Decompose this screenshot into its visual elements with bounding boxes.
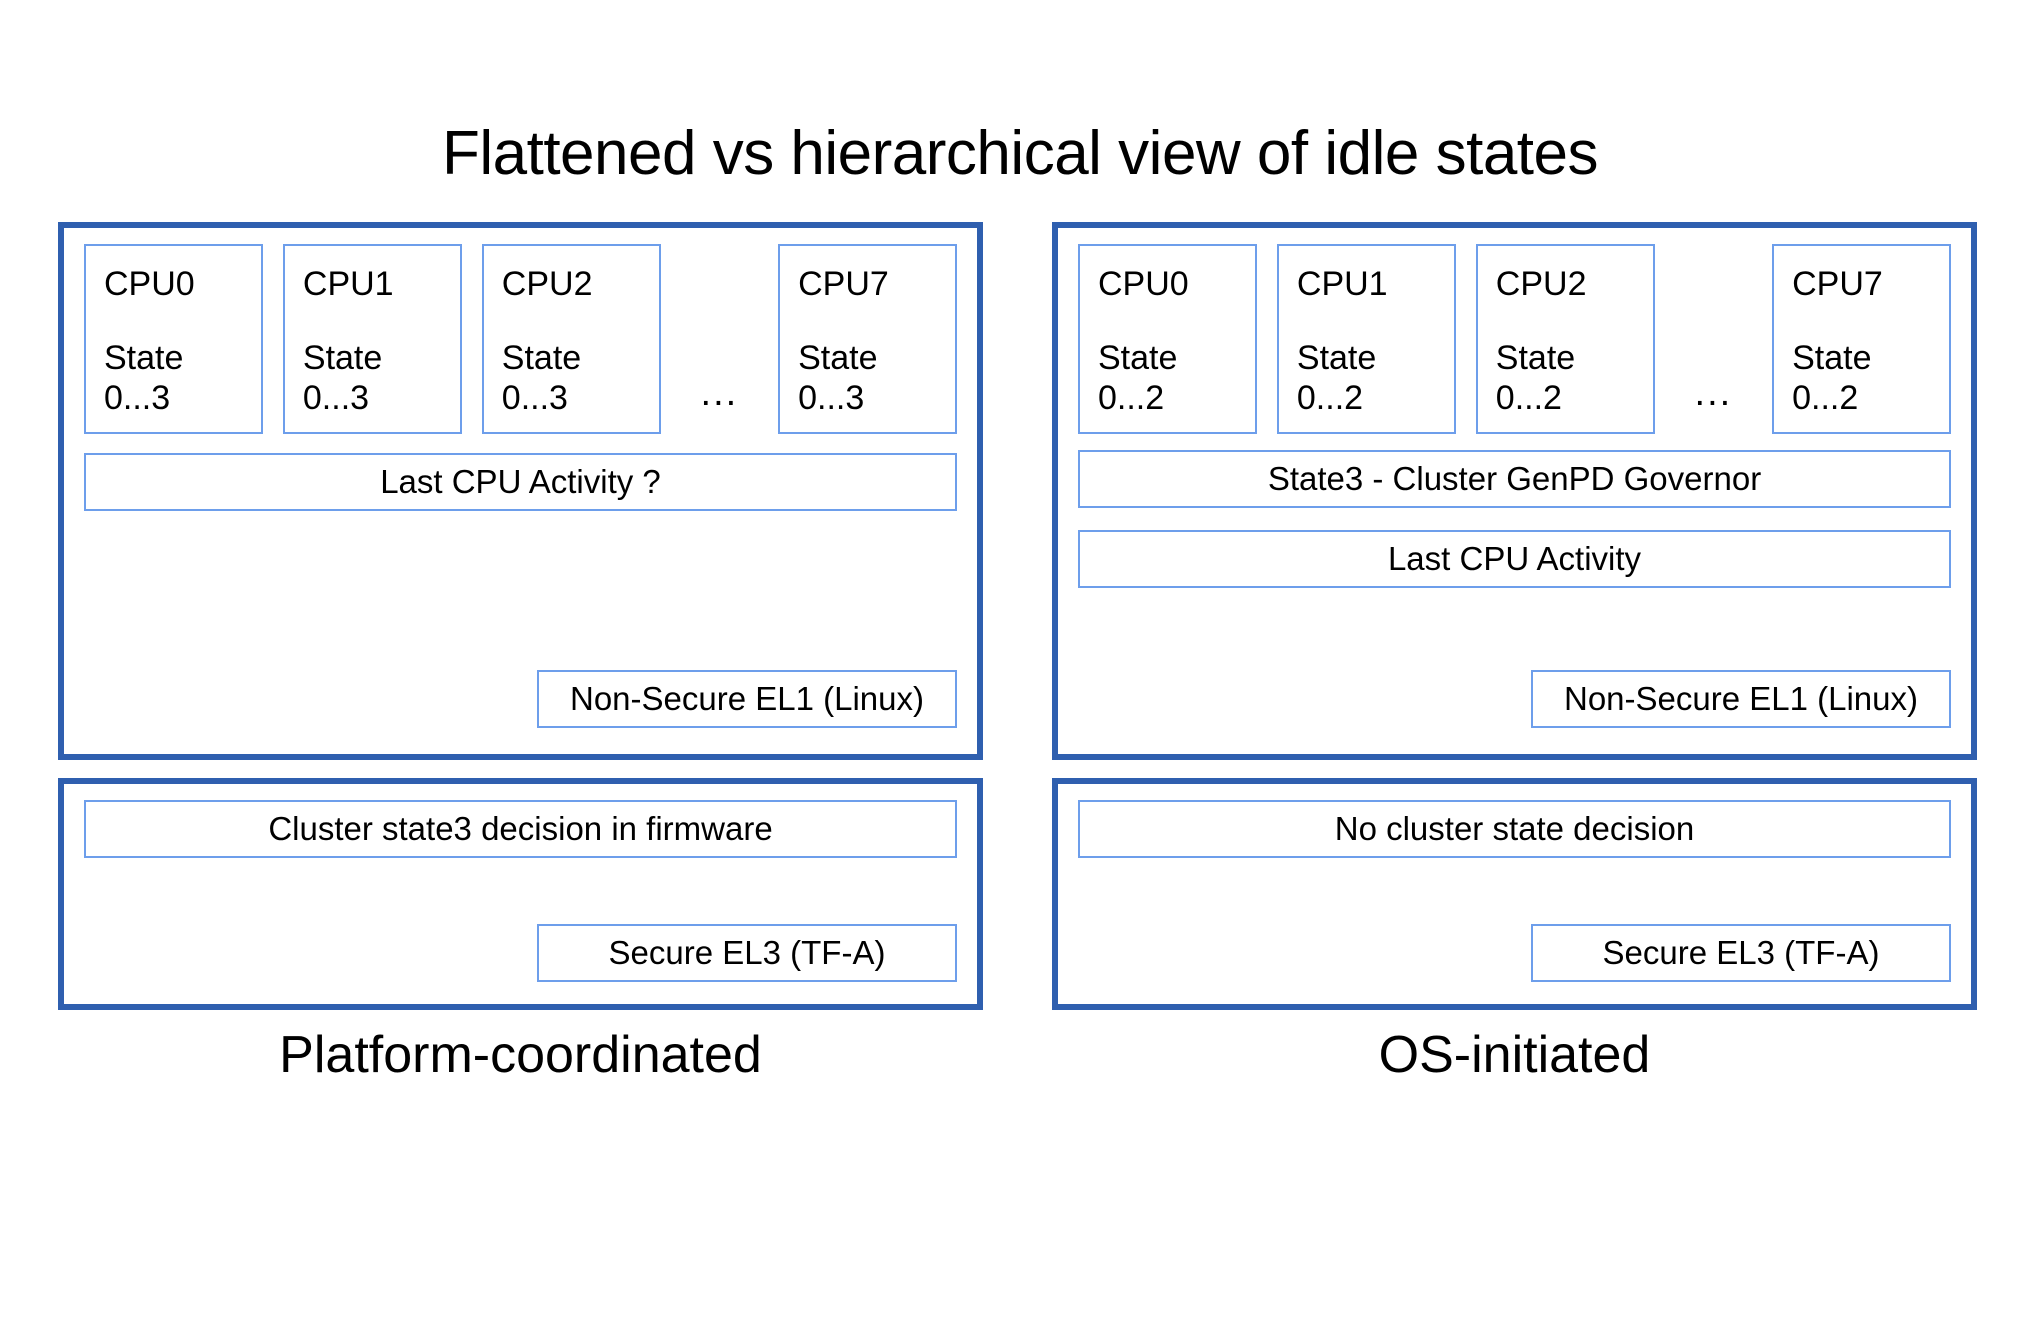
cpu-tile-state: State 0...2 (1297, 338, 1454, 432)
cpu-state-label: State (302, 339, 383, 377)
cpu-tile-row: CPU0 State 0...2 CPU1 State 0...2 CPU2 S… (1078, 244, 1952, 434)
cpu-tile-name: CPU1 (302, 265, 394, 303)
exception-level-tag-el3: Secure EL3 (TF-A) (537, 924, 957, 982)
cpu-row-ellipsis: ... (1694, 372, 1733, 414)
exception-level-tag-el1: Non-Secure EL1 (Linux) (1531, 670, 1951, 728)
firmware-panel-os-initiated: No cluster state decision Secure EL3 (TF… (1052, 778, 1977, 1010)
cluster-genpd-governor-box: State3 - Cluster GenPD Governor (1078, 450, 1951, 508)
cpu-state-range: 0...3 (501, 379, 568, 417)
cpu-tile-cpu0: CPU0 State 0...3 (84, 244, 263, 434)
cpu-tile-name: CPU2 (501, 265, 593, 303)
cpu-state-range: 0...3 (302, 379, 370, 417)
cpu-state-range: 0...3 (798, 379, 865, 417)
firmware-panel-platform-coordinated: Cluster state3 decision in firmware Secu… (58, 778, 983, 1010)
cpu-tile-name: CPU7 (1792, 265, 1883, 303)
cpu-tile-state: State 0...2 (1496, 338, 1653, 432)
cpu-state-label: State (1098, 339, 1178, 377)
cpu-state-range: 0...2 (1098, 379, 1165, 417)
exception-level-tag-el1: Non-Secure EL1 (Linux) (537, 670, 957, 728)
diagram-column-platform-coordinated: CPU0 State 0...3 CPU1 State 0...3 CPU2 S… (58, 222, 983, 1010)
cpu-state-label: State (1792, 339, 1872, 377)
cpu-state-range: 0...2 (1792, 379, 1859, 417)
cpu-tile-state: State 0...3 (502, 338, 659, 432)
cpu-state-label: State (501, 339, 582, 377)
cpu-state-range: 0...3 (104, 379, 171, 417)
cpu-tile-name: CPU2 (1495, 265, 1587, 303)
cpu-state-label: State (104, 339, 184, 377)
cpu-tile-name: CPU7 (798, 265, 889, 303)
os-panel-platform-coordinated: CPU0 State 0...3 CPU1 State 0...3 CPU2 S… (58, 222, 983, 760)
cpu-tile-name: CPU0 (104, 265, 195, 303)
cpu-tile-state: State 0...3 (104, 338, 261, 432)
cpu-tile-cpu1: CPU1 State 0...3 (282, 244, 462, 434)
cpu-tile-cpu2: CPU2 State 0...3 (481, 244, 661, 434)
cpu-tile-name: CPU1 (1296, 265, 1388, 303)
last-cpu-activity-box: Last CPU Activity (1078, 530, 1951, 588)
cpu-tile-cpu7: CPU7 State 0...3 (778, 244, 958, 434)
cluster-state-decision-box: Cluster state3 decision in firmware (84, 800, 957, 858)
cpu-tile-state: State 0...3 (798, 338, 955, 432)
cpu-tile-row: CPU0 State 0...3 CPU1 State 0...3 CPU2 S… (84, 244, 958, 434)
cpu-tile-cpu1: CPU1 State 0...2 (1276, 244, 1456, 434)
exception-level-tag-el3: Secure EL3 (TF-A) (1531, 924, 1951, 982)
diagram-column-os-initiated: CPU0 State 0...2 CPU1 State 0...2 CPU2 S… (1052, 222, 1977, 1010)
page-title: Flattened vs hierarchical view of idle s… (441, 119, 1599, 188)
cpu-tile-state: State 0...2 (1098, 338, 1255, 432)
cpu-state-label: State (1495, 339, 1576, 377)
cpu-tile-cpu0: CPU0 State 0...2 (1078, 244, 1257, 434)
os-panel-os-initiated: CPU0 State 0...2 CPU1 State 0...2 CPU2 S… (1052, 222, 1977, 760)
cpu-state-label: State (1296, 339, 1377, 377)
cpu-tile-state: State 0...3 (303, 338, 460, 432)
cpu-state-range: 0...2 (1495, 379, 1562, 417)
cpu-tile-state: State 0...2 (1792, 338, 1949, 432)
last-cpu-activity-box: Last CPU Activity ? (84, 453, 957, 511)
cpu-state-label: State (798, 339, 878, 377)
cpu-row-ellipsis: ... (700, 372, 739, 414)
cpu-tile-cpu7: CPU7 State 0...2 (1772, 244, 1952, 434)
column-caption-os-initiated: OS-initiated (1378, 1026, 1651, 1084)
column-caption-platform-coordinated: Platform-coordinated (279, 1026, 762, 1084)
cpu-tile-cpu2: CPU2 State 0...2 (1475, 244, 1655, 434)
cluster-state-decision-box: No cluster state decision (1078, 800, 1951, 858)
cpu-tile-name: CPU0 (1098, 265, 1189, 303)
cpu-state-range: 0...2 (1296, 379, 1364, 417)
